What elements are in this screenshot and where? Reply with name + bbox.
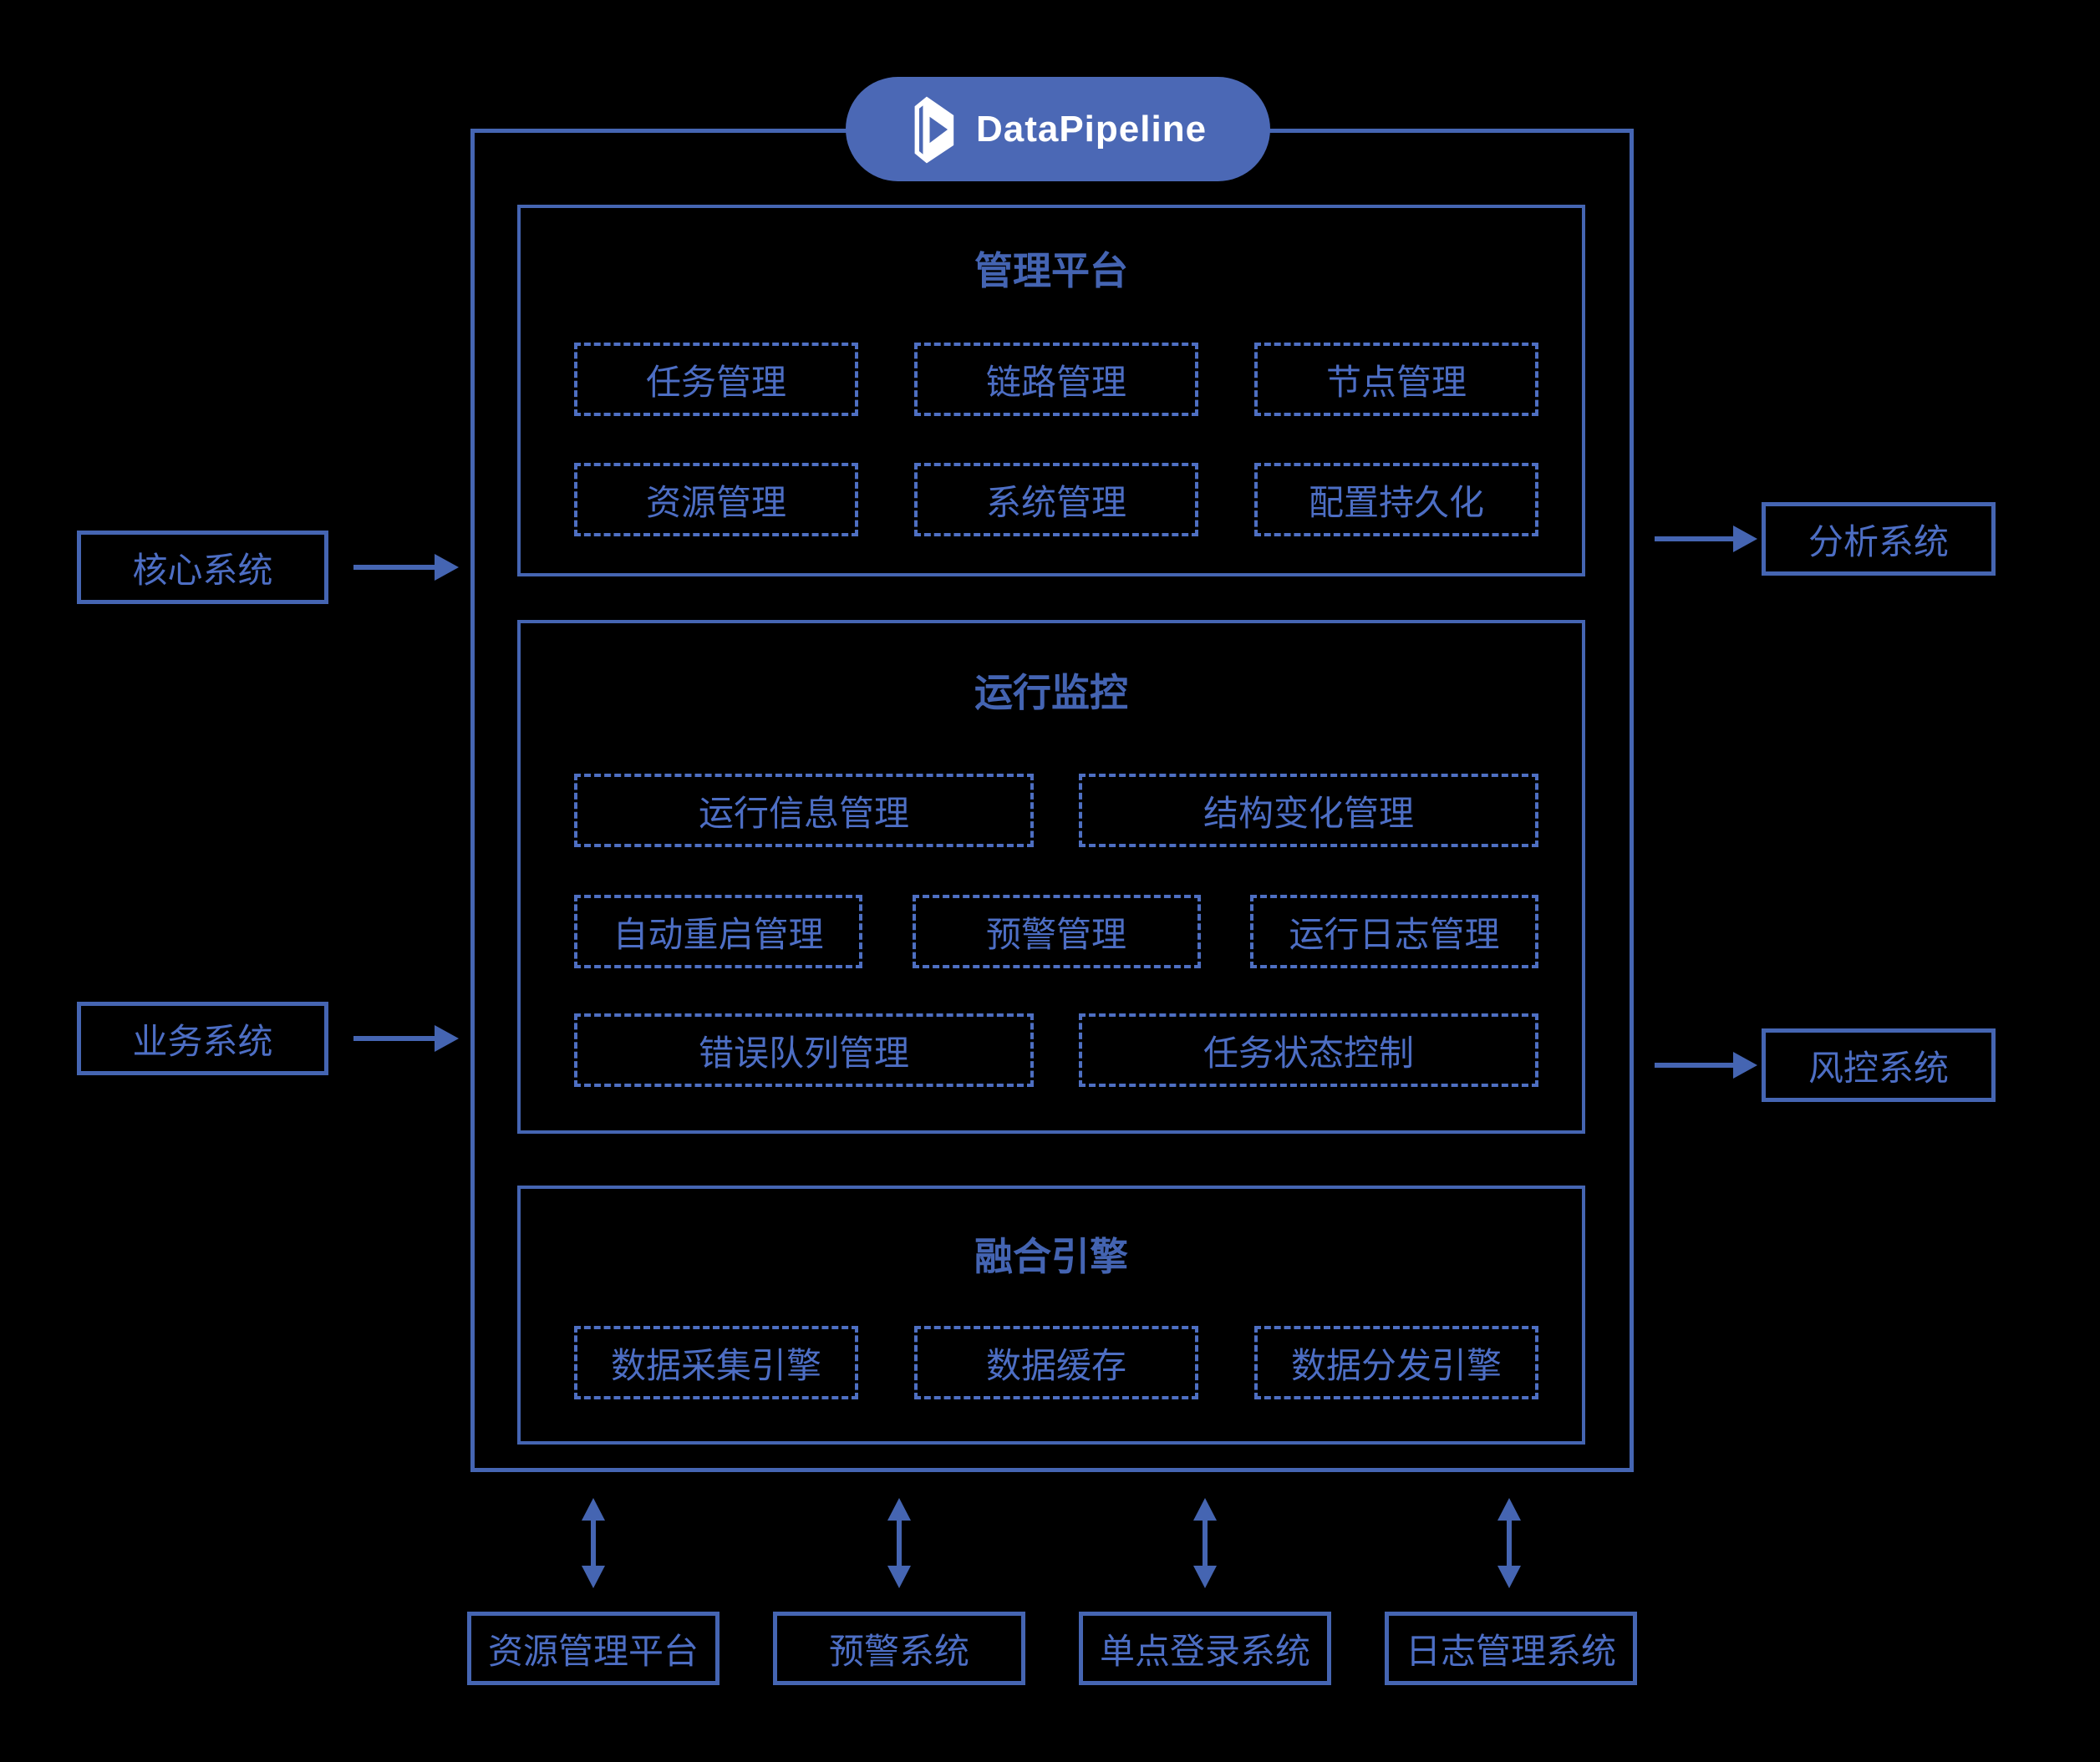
module-runtime-log-management: 运行日志管理 [1250, 895, 1538, 968]
module-link-management: 链路管理 [914, 343, 1198, 416]
external-system-sso: 单点登录系统 [1079, 1612, 1331, 1685]
arrow-core-system-in [353, 554, 459, 581]
module-runtime-info-management: 运行信息管理 [574, 774, 1034, 847]
section-title: 管理平台 [974, 249, 1128, 292]
module-task-status-control: 任务状态控制 [1079, 1013, 1538, 1087]
module-error-queue-management: 错误队列管理 [574, 1013, 1034, 1087]
module-config-persistence: 配置持久化 [1254, 463, 1538, 536]
section-title: 融合引擎 [974, 1235, 1128, 1278]
module-data-collection-engine: 数据采集引擎 [574, 1326, 858, 1399]
section-fusion-engine: 融合引擎 数据采集引擎 数据缓存 数据分发引擎 [517, 1186, 1585, 1445]
arrow-business-system-in [353, 1025, 459, 1052]
brand-name: DataPipeline [975, 108, 1208, 150]
arrow-log-system-bidirectional [1497, 1498, 1521, 1588]
arrow-sso-system-bidirectional [1193, 1498, 1217, 1588]
external-system-resource-platform: 资源管理平台 [467, 1612, 719, 1685]
section-title: 运行监控 [974, 671, 1128, 714]
external-system-risk-control: 风控系统 [1762, 1028, 1996, 1102]
datapipeline-logo-icon [914, 96, 954, 163]
module-node-management: 节点管理 [1254, 343, 1538, 416]
external-system-core: 核心系统 [77, 531, 328, 604]
module-resource-management: 资源管理 [574, 463, 858, 536]
module-system-management: 系统管理 [914, 463, 1198, 536]
external-system-analysis: 分析系统 [1762, 502, 1996, 576]
external-system-business: 业务系统 [77, 1002, 328, 1075]
module-data-cache: 数据缓存 [914, 1326, 1198, 1399]
arrow-risk-control-out [1655, 1052, 1757, 1079]
module-task-management: 任务管理 [574, 343, 858, 416]
external-system-alert: 预警系统 [773, 1612, 1025, 1685]
brand-pill: DataPipeline [846, 77, 1270, 181]
module-auto-restart-management: 自动重启管理 [574, 895, 862, 968]
external-system-log-management: 日志管理系统 [1385, 1612, 1637, 1685]
section-management-platform: 管理平台 任务管理 链路管理 节点管理 资源管理 系统管理 配置持久化 [517, 205, 1585, 576]
module-alert-management: 预警管理 [912, 895, 1201, 968]
arrow-alert-system-bidirectional [887, 1498, 911, 1588]
section-operation-monitoring: 运行监控 运行信息管理 结构变化管理 自动重启管理 预警管理 运行日志管理 错误… [517, 620, 1585, 1134]
arrow-resource-platform-bidirectional [582, 1498, 605, 1588]
arrow-analysis-system-out [1655, 526, 1757, 552]
module-data-distribution-engine: 数据分发引擎 [1254, 1326, 1538, 1399]
module-structure-change-management: 结构变化管理 [1079, 774, 1538, 847]
